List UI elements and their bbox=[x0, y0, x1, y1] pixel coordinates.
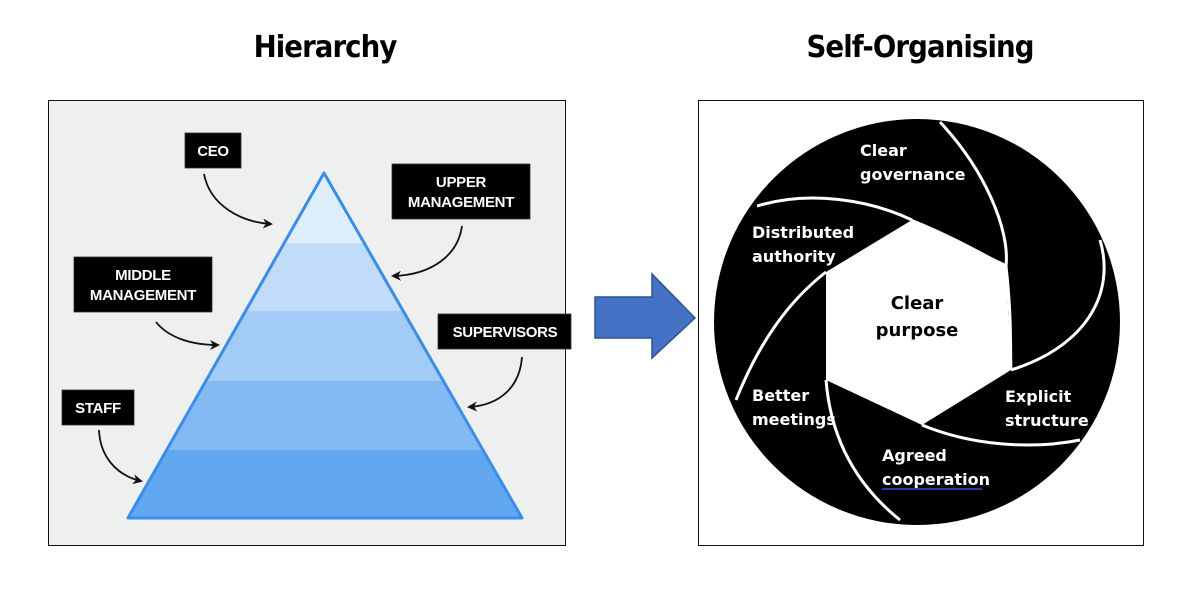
segment-authority-2: authority bbox=[752, 247, 836, 266]
arrow-supervisors bbox=[467, 356, 523, 412]
blade-separator bbox=[1004, 265, 1013, 371]
pyramid-layer-staff bbox=[128, 450, 522, 518]
label-middle-text-2: MANAGEMENT bbox=[90, 287, 196, 304]
center-purpose-1: Clear bbox=[891, 293, 944, 314]
self-organising-title: Self-Organising bbox=[806, 30, 1034, 65]
segment-authority-1: Distributed bbox=[752, 223, 854, 242]
transition-arrow-icon bbox=[594, 272, 697, 360]
iris-center bbox=[826, 220, 1011, 425]
label-middle-text-1: MIDDLE bbox=[115, 267, 171, 284]
segment-meetings-2: meetings bbox=[752, 410, 836, 429]
segment-cooperation-2: cooperation bbox=[882, 470, 990, 489]
blade-separator bbox=[921, 423, 1081, 447]
center-purpose-2: purpose bbox=[876, 320, 959, 341]
label-staff: STAFF bbox=[61, 389, 135, 426]
arrow-upper-management bbox=[391, 225, 463, 281]
segment-structure-2: structure bbox=[1005, 411, 1089, 430]
label-staff-text: STAFF bbox=[75, 400, 121, 417]
label-upper-text-1: UPPER bbox=[436, 174, 487, 191]
arrow-ceo bbox=[203, 173, 273, 229]
segment-governance-1: Clear bbox=[860, 141, 907, 160]
arrow-staff bbox=[98, 429, 143, 485]
label-middle-management: MIDDLE MANAGEMENT bbox=[73, 256, 213, 313]
label-upper-management: UPPER MANAGEMENT bbox=[391, 163, 531, 220]
segment-meetings-1: Better bbox=[752, 386, 809, 405]
blade-separator bbox=[756, 196, 913, 222]
pyramid-layer-supervisors bbox=[128, 381, 522, 451]
label-upper-text-2: MANAGEMENT bbox=[408, 194, 514, 211]
label-ceo-text: CEO bbox=[197, 143, 229, 160]
blade-separator bbox=[824, 379, 901, 522]
blade-separator bbox=[938, 120, 1008, 267]
blade-separator bbox=[734, 270, 827, 401]
segment-structure-1: Explicit bbox=[1005, 387, 1072, 406]
label-supervisors: SUPERVISORS bbox=[437, 313, 572, 350]
label-supervisors-text: SUPERVISORS bbox=[453, 324, 558, 341]
segment-cooperation-1: Agreed bbox=[882, 446, 947, 465]
label-ceo: CEO bbox=[184, 132, 242, 169]
segment-governance-2: governance bbox=[860, 165, 966, 184]
blade-separator bbox=[1010, 239, 1106, 372]
blade-separator bbox=[911, 219, 1007, 267]
iris-diagram: Clear governance Explicit structure Agre… bbox=[714, 119, 1120, 525]
arrow-middle-management bbox=[155, 321, 220, 350]
hierarchy-title: Hierarchy bbox=[253, 30, 398, 65]
pyramid-outline bbox=[126, 171, 524, 520]
